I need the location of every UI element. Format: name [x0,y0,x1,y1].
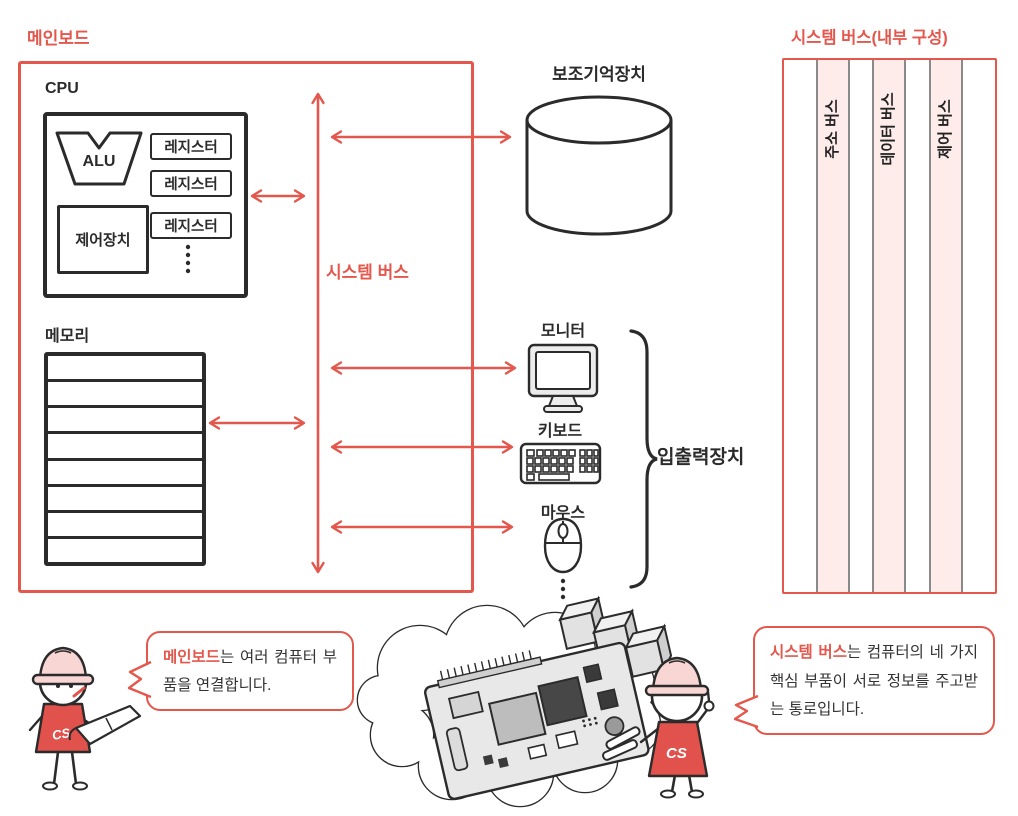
data-bus-lane [872,60,906,592]
register-box: 레지스터 [150,212,232,239]
address-bus-label: 주소 버스 [823,99,841,159]
cloud-thought [356,595,673,808]
memory-row [48,487,202,513]
register-label: 레지스터 [164,140,218,156]
mouse-label: 마우스 [540,505,586,522]
callout-left-bubble: 메인보드는 여러 컴퓨터 부품을 연결합니다. [146,631,354,711]
storage-cylinder-icon [525,95,673,236]
register-label: 레지스터 [164,219,218,235]
register-label: 레지스터 [164,177,218,193]
monitor-icon [527,343,599,413]
callout-right-text: 는 컴퓨터의 네 가지 핵심 부품이 서로 정보를 주고받는 통로입니다. [770,644,979,719]
memory-row [48,382,202,409]
circuit-board-illustration [423,595,673,801]
io-brace [629,329,658,589]
address-bus-lane [816,60,850,592]
register-box: 레지스터 [150,170,232,197]
control-bus-lane [929,60,963,592]
callout-left-text: 는 여러 컴퓨터 부품을 연결합니다. [163,649,337,694]
memory-label: 메모리 [45,328,90,345]
callout-left-highlight: 메인보드 [163,649,221,666]
control-unit-label: 제어장치 [75,232,131,249]
storage-label: 보조기억장치 [552,65,646,84]
memory-row [48,408,202,435]
bus-panel-title: 시스템 버스(내부 구성) [791,29,948,47]
alu-label: ALU [82,153,116,170]
worker-left: CS [28,646,142,791]
memory-row [48,539,202,562]
register-box: 레지스터 [150,133,232,160]
control-bus-label: 제어 버스 [936,99,954,159]
memory-row [48,513,202,539]
cpu-label: CPU [45,80,79,97]
memory-row [48,356,202,383]
keyboard-icon [519,442,602,485]
monitor-label: 모니터 [540,323,586,340]
callout-right-bubble: 시스템 버스는 컴퓨터의 네 가지 핵심 부품이 서로 정보를 주고받는 통로입… [753,626,995,735]
memory-row [48,434,202,461]
data-bus-label: 데이터 버스 [879,92,897,166]
memory-row [48,461,202,487]
memory-box [44,352,206,566]
cs-badge-left: CS [51,725,72,743]
io-group-label: 입출력장치 [657,447,745,468]
cs-badge-right: CS [666,745,687,762]
callout-right-highlight: 시스템 버스 [770,644,847,661]
system-bus-label: 시스템 버스 [326,263,409,282]
control-unit-box: 제어장치 [57,205,149,274]
system-bus-internal-box: 주소 버스 데이터 버스 제어 버스 [782,58,997,594]
mouse-icon [543,517,583,600]
mainboard-label: 메인보드 [27,29,90,48]
worker-right: CS [602,656,715,799]
keyboard-label: 키보드 [537,423,583,440]
mouse-ellipsis [560,578,566,600]
